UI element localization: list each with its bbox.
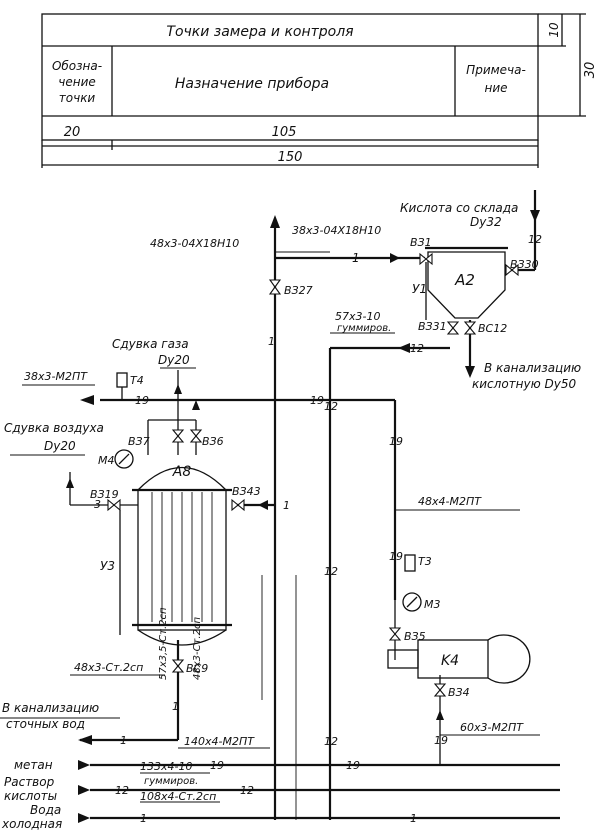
label-sewer-a: В канализацию — [2, 701, 99, 715]
table-header: Точки замера и контроля — [166, 24, 353, 40]
line-num: 19 — [310, 394, 324, 407]
label-48-top: 48x3-04X18H10 — [150, 237, 239, 250]
label-57-gumm-a: 57x3-10 — [335, 310, 380, 323]
t3-label: T3 — [418, 555, 432, 568]
a8-label: A8 — [172, 464, 192, 480]
dim-20: 20 — [64, 125, 81, 140]
line-num: 12 — [410, 342, 424, 355]
line-num: 12 — [324, 400, 338, 413]
label-dy20-air: Dy20 — [44, 439, 76, 453]
valve-vz7: ВЗ7 — [128, 435, 150, 448]
line-num: 1 — [120, 734, 127, 747]
label-acid-sewer-a: В канализацию — [484, 361, 581, 375]
dim-30: 30 — [583, 62, 598, 79]
m4-label: M4 — [98, 454, 115, 467]
line-num: 12 — [324, 565, 338, 578]
line-num: 1 — [268, 335, 275, 348]
label-108: 108x4-Ст.2сп — [140, 790, 216, 803]
table-col1-line3: точки — [59, 91, 96, 105]
label-133-b: гуммиров. — [144, 776, 198, 787]
label-dy32: Dy32 — [470, 215, 502, 229]
label-air-purge: Сдувка воздуха — [4, 421, 104, 435]
label-140: 140x4-M2ПТ — [184, 735, 255, 748]
line-num: 19 — [389, 435, 403, 448]
line-num: 1 — [172, 700, 179, 713]
apparatus-a8: A8 У3 — [100, 464, 232, 646]
valve-vc12: ВС12 — [478, 322, 507, 335]
label-57-gumm-b: гуммиров. — [337, 323, 391, 334]
label-gas-purge: Сдувка газа — [112, 337, 189, 351]
k4-label: K4 — [441, 653, 459, 669]
line-num: 1 — [410, 812, 417, 825]
apparatus-k4: K4 — [387, 634, 531, 684]
u3-label: У3 — [100, 559, 115, 573]
table-col1-line2: чение — [58, 75, 96, 89]
label-60: 60x3-M2ПТ — [460, 721, 524, 734]
dim-105: 105 — [272, 125, 297, 140]
line-num: 1 — [352, 251, 360, 265]
line-num: 19 — [135, 394, 149, 407]
line-num: 12 — [240, 784, 254, 797]
label-133-a: 133x4-10 — [140, 760, 192, 773]
line-num: 19 — [346, 759, 360, 772]
apparatus-a2: A2 У1 — [412, 246, 508, 320]
line-num: 19 — [434, 734, 448, 747]
line-num: 12 — [528, 233, 542, 246]
label-acid-solution-b: кислоты — [4, 789, 57, 803]
label-38-m2pt: 38x3-M2ПТ — [24, 370, 88, 383]
dim-150: 150 — [278, 150, 303, 165]
valve-vz43: ВЗ43 — [232, 485, 261, 498]
t4-label: T4 — [130, 374, 144, 387]
label-water-a: Вода — [30, 803, 61, 817]
line-numbers: 1 12 12 1 19 19 12 19 3 1 12 19 1 1 19 1… — [94, 233, 542, 825]
line-num: 1 — [283, 499, 290, 512]
measurement-table: Точки замера и контроля Обозна- чение то… — [41, 13, 598, 168]
valve-vz1: ВЗ1 — [410, 236, 432, 249]
label-57-st: 57x3,5-Ст.2сп — [158, 607, 169, 680]
label-48-m2pt: 48x4-M2ПТ — [418, 495, 482, 508]
m3-label: M3 — [424, 598, 441, 611]
label-acid-solution-a: Раствор — [4, 775, 55, 789]
label-acid-sewer-b: кислотную Dy50 — [472, 377, 576, 391]
line-num: 12 — [115, 784, 129, 797]
line-num: 3 — [94, 498, 101, 511]
label-acid-store: Кислота со склада — [400, 201, 518, 215]
valve-vz27: ВЗ27 — [284, 284, 313, 297]
u1-label: У1 — [412, 282, 427, 296]
pipe-labels: 48x3-04X18H10 38x3-04X18H10 Кислота со с… — [1, 201, 581, 831]
table-col1-line1: Обозна- — [52, 59, 102, 73]
instruments: T4 M4 T3 M3 — [98, 372, 441, 612]
line-num: 12 — [324, 735, 338, 748]
a2-label: A2 — [454, 271, 475, 289]
label-48-st-vert: 48x3-Ст.2сп — [192, 617, 203, 680]
table-col3-line2: ние — [484, 81, 507, 95]
table-col3-line1: Примеча- — [466, 63, 526, 77]
valve-vc9: ВС9 — [186, 662, 208, 675]
valves: ВЗ27 ВЗ1 ВЗ30 ВЗ31 ВС12 ВЗ7 ВЗ6 ВЗ19 ВЗ4… — [90, 236, 539, 699]
label-methane: метан — [14, 758, 53, 772]
label-dy20-gas: Dy20 — [158, 353, 190, 367]
label-sewer-b: сточных вод — [6, 717, 85, 731]
valve-vz6: ВЗ6 — [202, 435, 224, 448]
valve-vz31: ВЗ31 — [418, 320, 447, 333]
valve-vz4: ВЗ4 — [448, 686, 470, 699]
valve-vz5: ВЗ5 — [404, 630, 426, 643]
label-48-st: 48x3-Ст.2сп — [74, 661, 143, 674]
label-38-top: 38x3-04X18H10 — [292, 224, 381, 237]
line-num: 1 — [140, 812, 147, 825]
pipelines — [0, 190, 560, 823]
table-col2: Назначение прибора — [175, 76, 329, 92]
valve-vz19: ВЗ19 — [90, 488, 119, 501]
valve-vz30: ВЗ30 — [510, 258, 539, 271]
line-num: 19 — [389, 550, 403, 563]
label-water-b: холодная — [1, 817, 62, 831]
line-num: 19 — [210, 759, 224, 772]
dim-10: 10 — [547, 22, 561, 38]
